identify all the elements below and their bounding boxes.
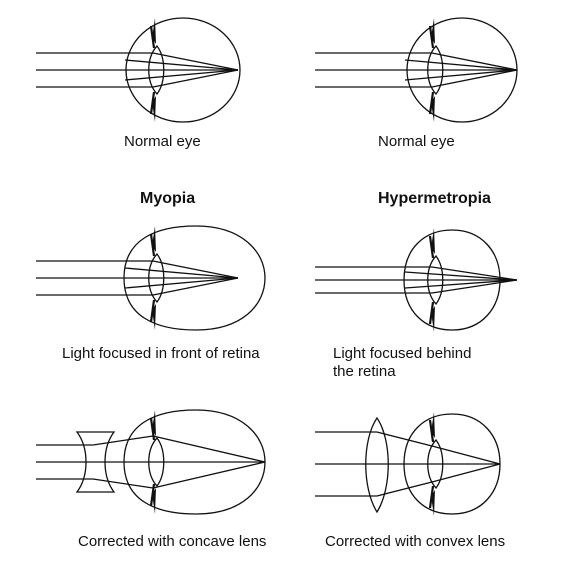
lens	[427, 410, 444, 518]
caption-myopia: Light focused in front of retina	[62, 345, 260, 362]
caption-normal-eye-right: Normal eye	[378, 133, 455, 150]
normal-eye-right	[315, 16, 518, 124]
eyeball	[123, 225, 266, 331]
caption-hypermetropia-line1: Light focused behind	[333, 345, 472, 362]
convex-lens	[365, 416, 389, 514]
concave-corrected-eye	[36, 408, 266, 516]
heading-myopia: Myopia	[140, 190, 196, 207]
lens	[148, 16, 165, 124]
lens	[148, 408, 165, 516]
heading-hypermetropia: Hypermetropia	[378, 190, 491, 207]
lens	[148, 224, 165, 332]
normal-eye-left	[36, 16, 241, 124]
caption-hypermetropia-line2: the retina	[333, 363, 396, 380]
caption-convex: Corrected with convex lens	[325, 533, 506, 550]
hypermetropic-eye	[315, 226, 518, 334]
myopic-eye	[36, 224, 266, 332]
caption-concave: Corrected with concave lens	[78, 533, 267, 550]
lens	[427, 16, 444, 124]
convex-corrected-eye	[315, 410, 501, 518]
concave-lens	[75, 431, 116, 493]
caption-normal-eye-left: Normal eye	[124, 133, 201, 150]
